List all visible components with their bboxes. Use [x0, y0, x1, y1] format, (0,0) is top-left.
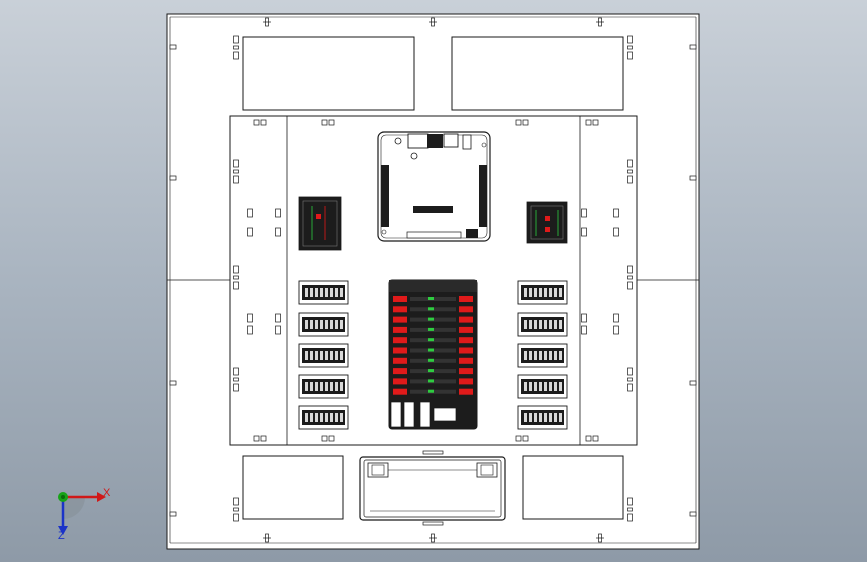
mount-hole: [429, 17, 437, 27]
top-left-panel: [242, 36, 415, 111]
mount-slot: [613, 208, 619, 218]
relay-row: [393, 337, 473, 344]
terminal-block-right: [517, 374, 568, 399]
mount-slot: [613, 325, 619, 335]
mount-hole: [596, 533, 604, 543]
mount-slot: [169, 44, 177, 50]
bottom-right-panel: [522, 455, 624, 520]
mount-hole-pair: [515, 119, 529, 126]
terminal-block-left: [298, 280, 349, 305]
terminal-block-right: [517, 405, 568, 430]
relay-row: [393, 388, 473, 395]
mount-slot: [169, 511, 177, 517]
mount-slot: [689, 380, 697, 386]
terminal-block-left: [298, 374, 349, 399]
mount-slot: [169, 380, 177, 386]
relay-row: [393, 296, 473, 302]
coordinate-triad-icon: [58, 492, 106, 535]
mount-slot: [247, 208, 253, 218]
slot-lower: [422, 521, 444, 526]
mount-slot-stack: [627, 265, 633, 290]
mount-hole-pair: [515, 435, 529, 442]
mount-slot-stack: [233, 367, 239, 392]
axis-z-label: Z: [58, 530, 65, 542]
io-module-left: [298, 196, 342, 251]
mount-hole: [263, 17, 271, 27]
io-module-right: [526, 201, 568, 244]
mount-hole: [596, 17, 604, 27]
relay-row: [393, 378, 473, 385]
mount-slot: [247, 227, 253, 237]
mount-hole-pair: [321, 119, 335, 126]
terminal-block-right: [517, 343, 568, 368]
slot-upper: [422, 450, 444, 455]
mount-slot: [581, 325, 587, 335]
mount-slot: [275, 227, 281, 237]
axis-x-label: X: [103, 487, 111, 499]
mount-slot: [581, 313, 587, 323]
bottom-center-enclosure: [359, 456, 506, 521]
mount-slot: [247, 313, 253, 323]
terminal-block-left: [298, 405, 349, 430]
mount-slot-stack: [233, 159, 239, 184]
relay-row: [393, 326, 473, 333]
mount-slot-stack: [627, 35, 633, 60]
bottom-left-panel: [242, 455, 344, 520]
mount-slot: [613, 313, 619, 323]
mount-slot-stack: [233, 35, 239, 60]
relay-row: [393, 347, 473, 354]
mount-slot: [613, 227, 619, 237]
mount-hole-pair: [321, 435, 335, 442]
mount-slot: [247, 325, 253, 335]
mount-slot-stack: [233, 497, 239, 522]
relay-row: [393, 306, 473, 313]
mount-slot-stack: [627, 367, 633, 392]
controller-board: [377, 131, 491, 242]
mount-slot: [275, 208, 281, 218]
mount-hole-pair: [253, 435, 267, 442]
terminal-block-left: [298, 312, 349, 337]
mount-slot: [275, 325, 281, 335]
mount-hole-pair: [253, 119, 267, 126]
top-right-panel: [451, 36, 624, 111]
mount-slot: [689, 44, 697, 50]
mount-slot: [169, 175, 177, 181]
terminal-block-right: [517, 280, 568, 305]
relay-module: [388, 279, 478, 430]
mount-hole-pair: [585, 435, 599, 442]
relay-row: [393, 357, 473, 364]
mount-hole: [429, 533, 437, 543]
mount-slot: [581, 227, 587, 237]
terminal-block-right: [517, 312, 568, 337]
relay-row: [393, 368, 473, 375]
mount-hole: [263, 533, 271, 543]
terminal-block-left: [298, 343, 349, 368]
mount-slot-stack: [233, 265, 239, 290]
mount-slot-stack: [627, 497, 633, 522]
mount-slot: [689, 511, 697, 517]
mount-hole-pair: [585, 119, 599, 126]
relay-row: [393, 316, 473, 323]
mount-slot: [581, 208, 587, 218]
mount-slot: [275, 313, 281, 323]
mount-slot: [689, 175, 697, 181]
mount-slot-stack: [627, 159, 633, 184]
